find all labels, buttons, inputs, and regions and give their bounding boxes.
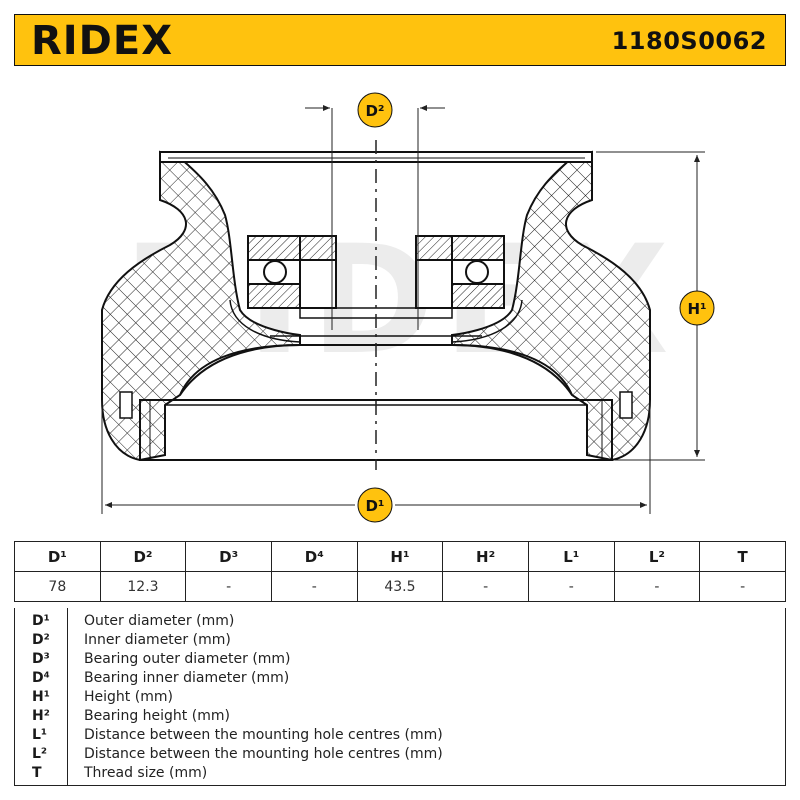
- spec-header: H²: [442, 541, 529, 572]
- part-number: 1180S0062: [611, 27, 767, 55]
- header-bar: RIDEX 1180S0062: [14, 14, 786, 66]
- mount-body: [101, 150, 651, 462]
- spec-value: -: [613, 571, 701, 602]
- slot-right: [619, 391, 633, 419]
- dimension-d2: D²: [305, 92, 445, 330]
- spec-value: -: [527, 571, 615, 602]
- legend-symbol: D⁴: [32, 670, 50, 686]
- legend-item: T Thread size (mm): [15, 764, 785, 783]
- spec-value: 12.3: [99, 571, 187, 602]
- spec-value: -: [699, 571, 786, 602]
- legend-text: Bearing outer diameter (mm): [84, 651, 291, 667]
- legend-item: D¹ Outer diameter (mm): [15, 612, 785, 631]
- label-d2: D²: [365, 102, 384, 120]
- legend-symbol: D³: [32, 651, 50, 667]
- legend-symbol: H²: [32, 708, 50, 724]
- spec-header: L¹: [527, 541, 615, 572]
- legend-text: Distance between the mounting hole centr…: [84, 746, 443, 762]
- legend-symbol: H¹: [32, 689, 50, 705]
- legend-text: Thread size (mm): [84, 765, 208, 781]
- legend-symbol: D¹: [32, 613, 50, 629]
- legend-text: Distance between the mounting hole centr…: [84, 727, 443, 743]
- spec-value: -: [185, 571, 272, 602]
- legend-item: H² Bearing height (mm): [15, 707, 785, 726]
- spec-header: D³: [185, 541, 272, 572]
- bearing-right: [415, 235, 505, 309]
- specs-table: D¹ D² D³ D⁴ H¹ H² L¹ L² T 78 12.3 - - 43…: [14, 541, 786, 602]
- legend-symbol: L²: [32, 746, 48, 762]
- spec-header: L²: [613, 541, 701, 572]
- spec-value: 43.5: [356, 571, 444, 602]
- base-plate: [139, 399, 613, 461]
- spec-value: -: [270, 571, 358, 602]
- legend-item: H¹ Height (mm): [15, 688, 785, 707]
- slot-left: [119, 391, 133, 419]
- label-d1: D¹: [365, 497, 384, 515]
- legend-symbol: T: [32, 765, 42, 781]
- spec-header: H¹: [356, 541, 444, 572]
- legend-symbol: L¹: [32, 727, 48, 743]
- spec-header: D¹: [14, 541, 101, 572]
- spec-value: -: [442, 571, 529, 602]
- legend-item: D⁴ Bearing inner diameter (mm): [15, 669, 785, 688]
- spec-header: T: [699, 541, 786, 572]
- legend-item: L² Distance between the mounting hole ce…: [15, 745, 785, 764]
- spec-header: D⁴: [270, 541, 358, 572]
- legend-symbol: D²: [32, 632, 50, 648]
- legend-item: L¹ Distance between the mounting hole ce…: [15, 726, 785, 745]
- legend-text: Inner diameter (mm): [84, 632, 231, 648]
- legend-box: D¹ Outer diameter (mm) D² Inner diameter…: [14, 608, 786, 786]
- technical-drawing: RIDEX: [101, 92, 715, 523]
- legend-text: Outer diameter (mm): [84, 613, 235, 629]
- dimension-h1: H¹: [596, 151, 715, 461]
- label-h1: H¹: [687, 300, 706, 318]
- top-flange: [159, 151, 593, 163]
- legend-text: Bearing inner diameter (mm): [84, 670, 290, 686]
- spec-value: 78: [14, 571, 101, 602]
- legend-divider: [67, 608, 68, 785]
- spec-header: D²: [99, 541, 187, 572]
- legend-item: D² Inner diameter (mm): [15, 631, 785, 650]
- legend-text: Bearing height (mm): [84, 708, 230, 724]
- specs-header-row: D¹ D² D³ D⁴ H¹ H² L¹ L² T: [14, 541, 786, 572]
- bearing-left: [247, 235, 337, 309]
- legend-item: D³ Bearing outer diameter (mm): [15, 650, 785, 669]
- dimension-d1: D¹: [101, 400, 651, 523]
- legend-text: Height (mm): [84, 689, 173, 705]
- specs-value-row: 78 12.3 - - 43.5 - - - -: [14, 571, 786, 602]
- brand-logo: RIDEX: [31, 18, 174, 64]
